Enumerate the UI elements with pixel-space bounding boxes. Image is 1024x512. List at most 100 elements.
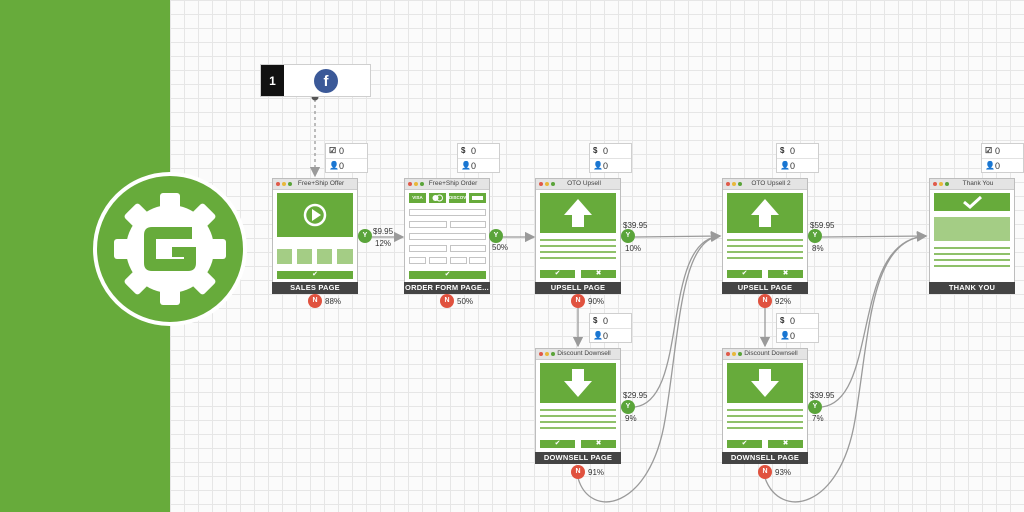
stats-box-oto1: $0 👤0 — [589, 143, 632, 173]
dollar-icon: $ — [593, 146, 598, 155]
card-footer-label: UPSELL PAGE — [535, 282, 621, 294]
down1-yes-circle[interactable]: Y — [621, 400, 635, 414]
card-header-title: Discount Downsell — [557, 350, 611, 357]
person-icon: 👤 — [461, 161, 471, 170]
down1-no-pct: 91% — [588, 468, 605, 477]
downsell-page-card[interactable]: Discount Downsell ✔ ✖ DOWNSELL PAGE — [535, 348, 621, 464]
upsell2-page-card[interactable]: OTO Upsell 2 ✔ ✖ UPSELL PAGE — [722, 178, 808, 294]
source-number: 1 — [261, 65, 284, 96]
accept-button: ✔ — [540, 270, 575, 278]
person-icon: 👤 — [329, 161, 339, 170]
oto2-yes-price: $59.95 — [810, 221, 835, 230]
traffic-source-node[interactable]: 1 f — [260, 64, 371, 97]
card-header-title: Free+Ship Order — [428, 180, 478, 187]
oto2-no-circle[interactable]: N — [758, 294, 772, 308]
sales-no-circle[interactable]: N — [308, 294, 322, 308]
person-icon: 👤 — [593, 331, 603, 340]
stats-box-sales: ☑0 👤0 — [325, 143, 368, 173]
video-placeholder — [277, 193, 353, 237]
card-check-button: ✔ — [277, 271, 353, 279]
accept-button: ✔ — [727, 270, 762, 278]
card-footer-label: DOWNSELL PAGE — [722, 452, 808, 464]
downsell2-yes-curve — [821, 231, 928, 408]
order-form-page-card[interactable]: Free+Ship Order VISA DISCOVER ✔ ORDER FO… — [404, 178, 490, 294]
up-arrow-icon — [727, 193, 803, 233]
down1-yes-price: $29.95 — [623, 391, 648, 400]
upsell2-yes-arrow — [821, 230, 928, 242]
check-icon: ☑ — [985, 146, 993, 155]
oto1-yes-pct: 10% — [625, 244, 642, 253]
down2-no-pct: 93% — [775, 468, 792, 477]
downsell2-no-curve — [764, 231, 928, 503]
mastercard-logo — [429, 193, 446, 203]
down1-no-circle[interactable]: N — [571, 465, 585, 479]
dollar-icon: $ — [780, 146, 785, 155]
sales-yes-circle[interactable]: Y — [358, 229, 372, 243]
order-no-pct: 50% — [457, 297, 474, 306]
check-icon: ☑ — [329, 146, 337, 155]
person-icon: 👤 — [593, 161, 603, 170]
upsell-page-card[interactable]: OTO Upsell ✔ ✖ UPSELL PAGE — [535, 178, 621, 294]
down-arrow-icon — [727, 363, 803, 403]
person-icon: 👤 — [985, 161, 995, 170]
downsell1-yes-curve — [634, 231, 722, 408]
card-footer-label: ORDER FORM PAGE... — [404, 282, 490, 294]
down2-yes-price: $39.95 — [810, 391, 835, 400]
sales-yes-price: $9.95 — [373, 227, 394, 236]
down2-yes-pct: 7% — [812, 414, 824, 423]
thank-you-page-card[interactable]: Thank You THANK YOU — [929, 178, 1015, 294]
dollar-icon: $ — [461, 146, 466, 155]
sales-yes-pct: 12% — [375, 239, 392, 248]
oto2-no-pct: 92% — [775, 297, 792, 306]
stats-box-thanks: ☑0 👤0 — [981, 143, 1024, 173]
downsell2-page-card[interactable]: Discount Downsell ✔ ✖ DOWNSELL PAGE — [722, 348, 808, 464]
checkmark-icon — [934, 193, 1010, 211]
down2-no-circle[interactable]: N — [758, 465, 772, 479]
accept-button: ✔ — [727, 440, 762, 448]
oto1-no-pct: 90% — [588, 297, 605, 306]
up-arrow-icon — [540, 193, 616, 233]
facebook-icon: f — [314, 69, 338, 93]
visa-logo: VISA — [409, 193, 426, 203]
stats-box-down1: $0 👤0 — [589, 313, 632, 343]
down2-yes-circle[interactable]: Y — [808, 400, 822, 414]
card-header-title: Thank You — [962, 180, 994, 187]
card-footer-label: SALES PAGE — [272, 282, 358, 294]
stats-box-down2: $0 👤0 — [776, 313, 819, 343]
dollar-icon: $ — [593, 316, 598, 325]
down1-yes-pct: 9% — [625, 414, 637, 423]
card-footer-label: DOWNSELL PAGE — [535, 452, 621, 464]
card-footer-label: UPSELL PAGE — [722, 282, 808, 294]
accept-button: ✔ — [540, 440, 575, 448]
person-icon: 👤 — [780, 331, 790, 340]
card-header-title: Free+Ship Offer — [297, 180, 345, 187]
card-header-title: OTO Upsell — [567, 180, 601, 187]
oto1-yes-circle[interactable]: Y — [621, 229, 635, 243]
order-yes-pct: 50% — [492, 243, 509, 252]
amex-logo — [469, 193, 486, 203]
discover-logo: DISCOVER — [449, 193, 473, 203]
gear-g-icon — [114, 193, 226, 305]
play-icon — [303, 203, 327, 227]
sales-no-pct: 88% — [325, 297, 342, 306]
oto2-yes-circle[interactable]: Y — [808, 229, 822, 243]
order-no-circle[interactable]: N — [440, 294, 454, 308]
decline-button: ✖ — [581, 270, 616, 278]
oto2-yes-pct: 8% — [812, 244, 824, 253]
dollar-icon: $ — [780, 316, 785, 325]
gear-logo — [93, 172, 247, 326]
sales-page-card[interactable]: Free+Ship Offer ✔ SALES PAGE — [272, 178, 358, 294]
person-icon: 👤 — [780, 161, 790, 170]
down-arrow-icon — [540, 363, 616, 403]
stats-box-oto2: $0 👤0 — [776, 143, 819, 173]
card-footer-label: THANK YOU — [929, 282, 1015, 294]
card-check-button: ✔ — [409, 271, 486, 279]
card-header-title: Discount Downsell — [744, 350, 798, 357]
oto1-no-circle[interactable]: N — [571, 294, 585, 308]
card-header-title: OTO Upsell 2 — [751, 180, 791, 187]
order-yes-circle[interactable]: Y — [489, 229, 503, 243]
stats-box-order: $0 👤0 — [457, 143, 500, 173]
downsell1-no-curve — [577, 231, 722, 503]
upsell-yes-arrow — [634, 230, 722, 242]
